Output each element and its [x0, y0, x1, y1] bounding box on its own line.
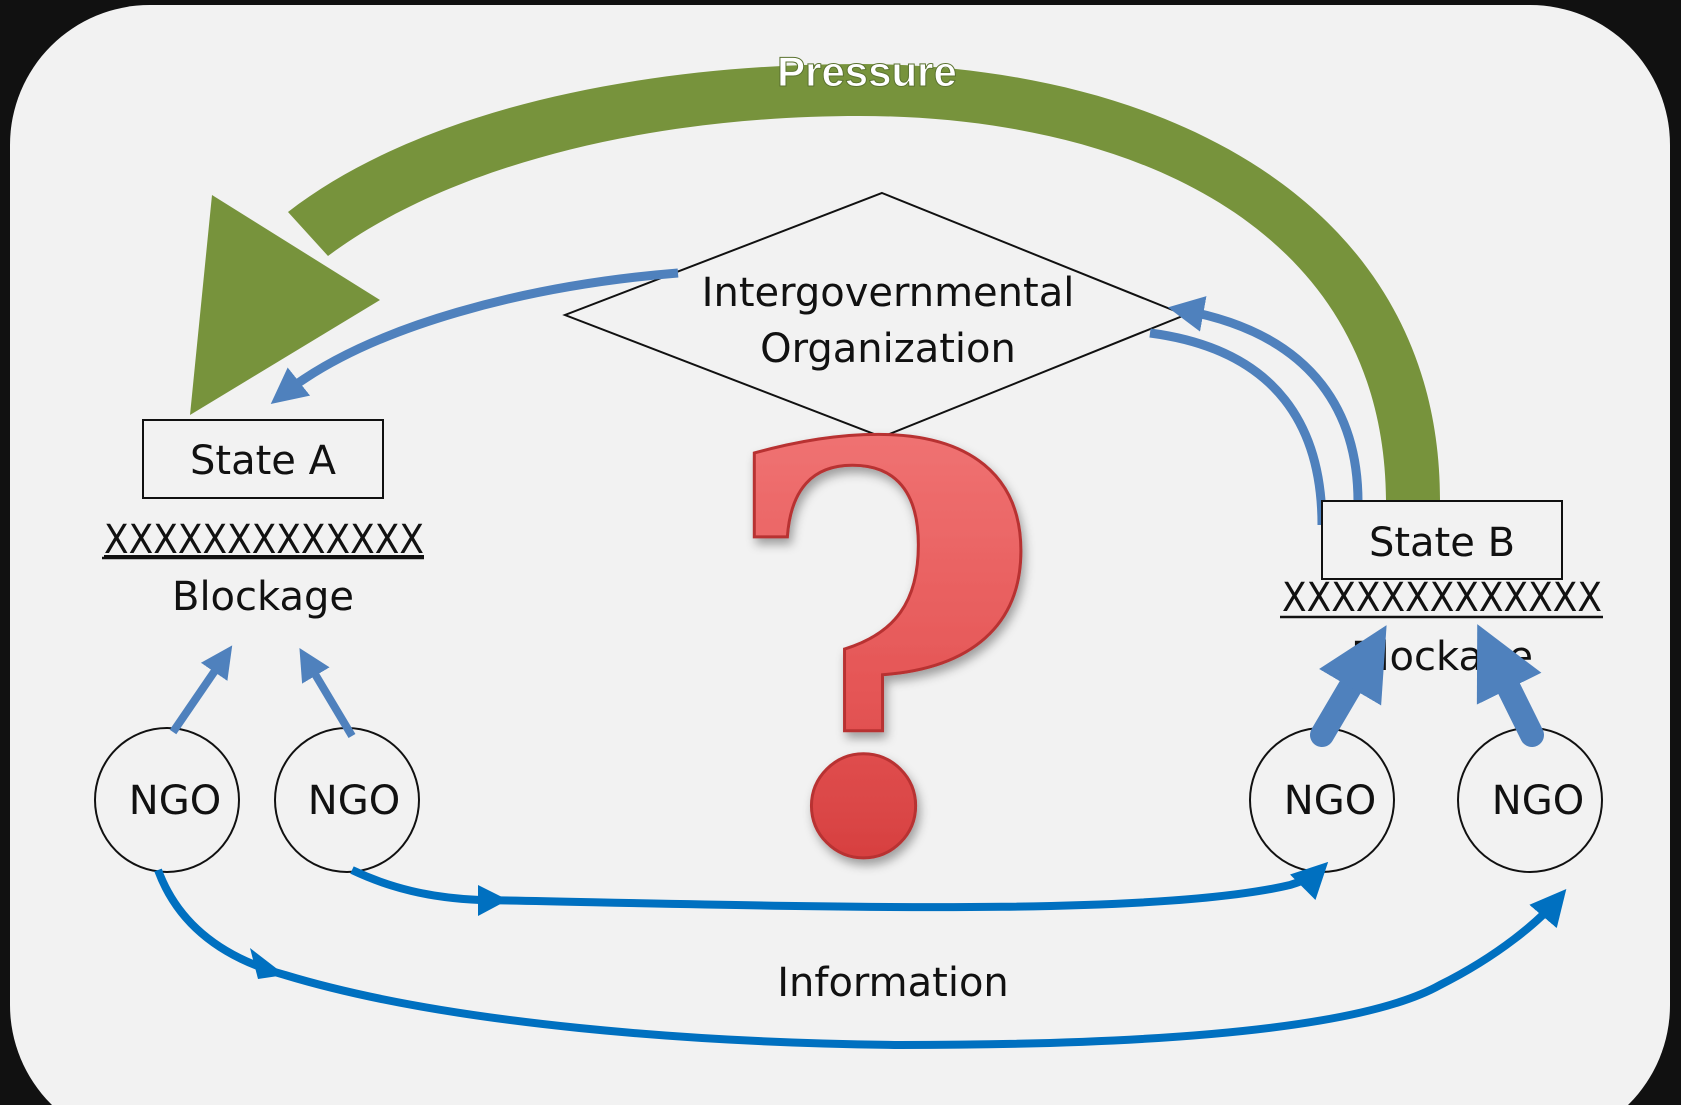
ngo-node-2: NGO: [274, 727, 420, 873]
ngo-node-1: NGO: [94, 727, 240, 873]
state-b-to-igo-arrow-outer: [1167, 296, 1363, 503]
blockage-marks-b: XXXXXXXXXXXXX: [1282, 575, 1602, 621]
state-a-box: State A: [142, 419, 384, 499]
ngo-3-to-blockage-b-arrow: [1310, 625, 1387, 747]
state-b-box: State B: [1321, 500, 1563, 580]
information-arrow-lower-head: [250, 948, 285, 979]
information-arrow-upper-head: [478, 885, 508, 916]
pressure-arrow: Pressure: [190, 48, 1440, 500]
igo-label-line2: Organization: [760, 326, 1016, 372]
igo-label-line1: Intergovernmental: [702, 270, 1075, 316]
pressure-label: Pressure: [777, 48, 957, 95]
ngo-node-4: NGO: [1457, 727, 1603, 873]
ngo-label: NGO: [1492, 778, 1584, 824]
ngo-label: NGO: [308, 778, 400, 824]
blockage-label-a: Blockage: [172, 574, 354, 620]
ngo-4-to-blockage-b-arrow: [1476, 624, 1544, 747]
ngo-2-to-blockage-a-arrow: [299, 648, 356, 739]
ngo-label: NGO: [1284, 778, 1376, 824]
state-a-label: State A: [190, 438, 337, 484]
question-mark-icon: ?: [716, 324, 1047, 985]
igo-diamond: Intergovernmental Organization: [562, 191, 1188, 439]
blockage-marks-a: XXXXXXXXXXXXX: [104, 517, 424, 563]
svg-text:?: ?: [718, 325, 1046, 983]
diagram-background: [10, 5, 1670, 1105]
state-b-to-igo-arrow-inner: [1149, 328, 1327, 526]
ngo-label: NGO: [129, 778, 221, 824]
state-b-label: State B: [1369, 520, 1515, 566]
information-arrows: Information: [154, 861, 1567, 1050]
information-label: Information: [777, 960, 1009, 1006]
igo-to-state-a-arrow: [270, 268, 679, 404]
information-arrow-upper: [350, 861, 1329, 912]
ngo-1-to-blockage-a-arrow: [169, 645, 233, 735]
ngo-node-3: NGO: [1249, 727, 1395, 873]
